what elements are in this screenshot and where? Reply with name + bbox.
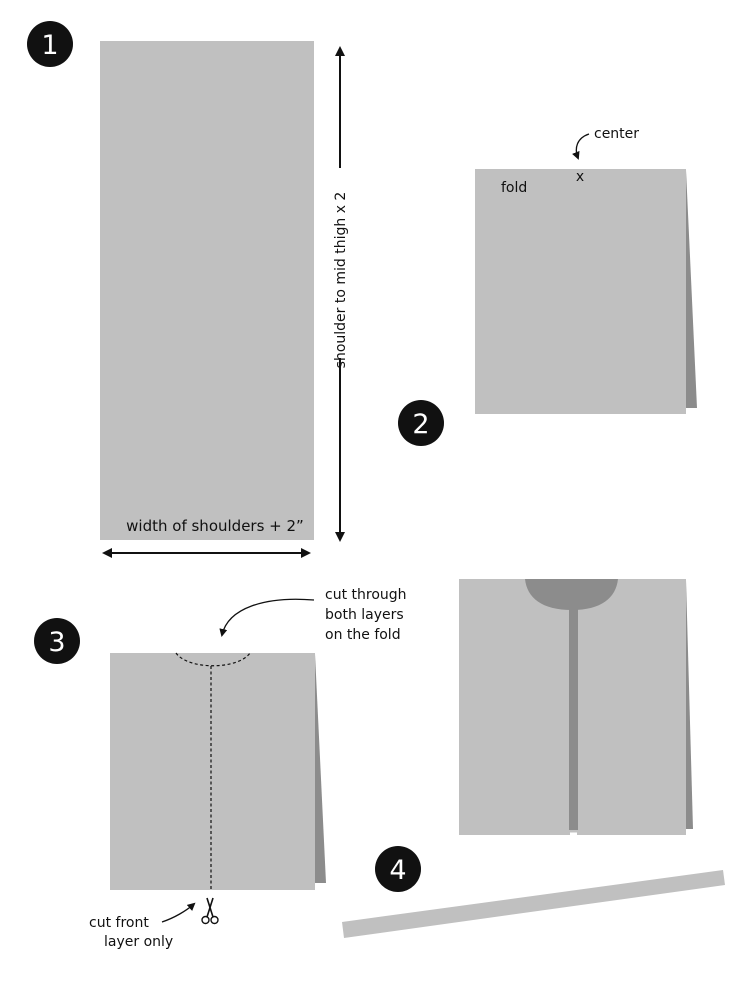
step-1-group: 1 shoulder to mid thigh x 2 width of sho… [27,21,349,558]
front-slit [569,600,578,830]
step-1-badge [27,21,73,67]
step-4-group: 4 [342,579,725,938]
cut-both-pointer-arrow [219,598,315,637]
folded-fabric [110,653,315,890]
fold-label: fold [501,180,527,196]
neck-opening [525,579,618,610]
height-label: shoulder to mid thigh x 2 [333,192,349,369]
step-3-group: 3 cut through both layers on the fold cu… [34,587,411,950]
step-2-badge [398,400,444,446]
step-1-number: 1 [41,30,58,61]
center-mark: x [576,169,584,185]
fabric-rectangle [100,41,314,540]
cut-front-layer-label: cut front layer only [89,915,173,950]
folded-fabric [475,169,686,414]
scissors-icon [201,897,219,925]
step-2-number: 2 [412,409,429,440]
center-pointer-arrow [572,133,590,160]
center-label: center [594,126,639,142]
step-4-number: 4 [389,855,406,886]
width-label: width of shoulders + 2” [126,517,304,535]
fabric-tie-strip [342,870,725,938]
step-2-group: fold x center 2 [398,126,697,446]
cut-both-layers-label: cut through both layers on the fold [325,587,411,643]
folded-back-layer [686,170,697,408]
folded-back-layer [686,580,693,829]
cut-front-pointer-arrow [161,902,196,923]
folded-back-layer [315,654,326,883]
step-3-badge [34,618,80,664]
neckline-cut-line [175,652,251,667]
step-4-badge [375,846,421,892]
step-3-number: 3 [48,627,65,658]
